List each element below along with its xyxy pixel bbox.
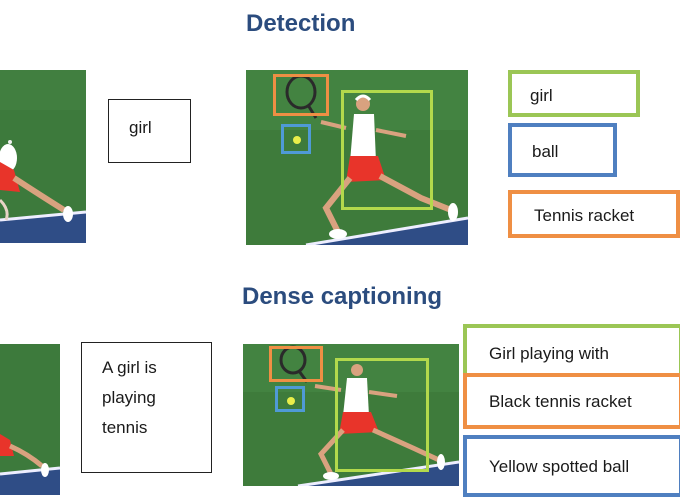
dense-output-racket: Black tennis racket bbox=[463, 373, 680, 429]
dense-captioning-title: Dense captioning bbox=[242, 283, 443, 310]
dense-ball-bbox bbox=[275, 386, 305, 412]
dense-input-caption-line-1: A girl is bbox=[102, 358, 157, 377]
tennis-photo-dense bbox=[243, 344, 459, 486]
dense-input-caption: A girl is playing tennis bbox=[81, 342, 212, 473]
girl-bbox bbox=[341, 90, 433, 210]
dense-girl-bbox bbox=[335, 358, 429, 472]
detection-output-girl-text: girl bbox=[530, 86, 553, 105]
detection-title: Detection bbox=[246, 10, 356, 37]
tennis-photo-cropped-2 bbox=[0, 344, 60, 495]
detection-output-girl: girl bbox=[508, 70, 640, 117]
detection-output-racket: Tennis racket bbox=[508, 190, 680, 238]
dense-output-racket-text: Black tennis racket bbox=[489, 392, 632, 411]
detection-output-ball: ball bbox=[508, 123, 617, 177]
dense-output-girl: Girl playing with bbox=[463, 324, 680, 378]
detection-output-ball-text: ball bbox=[532, 142, 559, 161]
detection-output-racket-text: Tennis racket bbox=[534, 206, 635, 225]
detection-input-text: girl bbox=[129, 118, 152, 137]
tennis-photo-detection bbox=[246, 70, 468, 245]
dense-output-ball-text: Yellow spotted ball bbox=[489, 457, 630, 476]
dense-racket-bbox bbox=[269, 346, 323, 382]
detection-input-label: girl bbox=[108, 99, 191, 163]
dense-output-girl-text: Girl playing with bbox=[489, 344, 609, 363]
racket-bbox bbox=[273, 74, 329, 116]
dense-input-caption-line-3: tennis bbox=[102, 418, 148, 437]
dense-output-ball: Yellow spotted ball bbox=[463, 435, 680, 497]
ball-bbox bbox=[281, 124, 311, 154]
tennis-photo-cropped bbox=[0, 70, 86, 243]
dense-input-caption-line-2: playing bbox=[102, 388, 156, 407]
